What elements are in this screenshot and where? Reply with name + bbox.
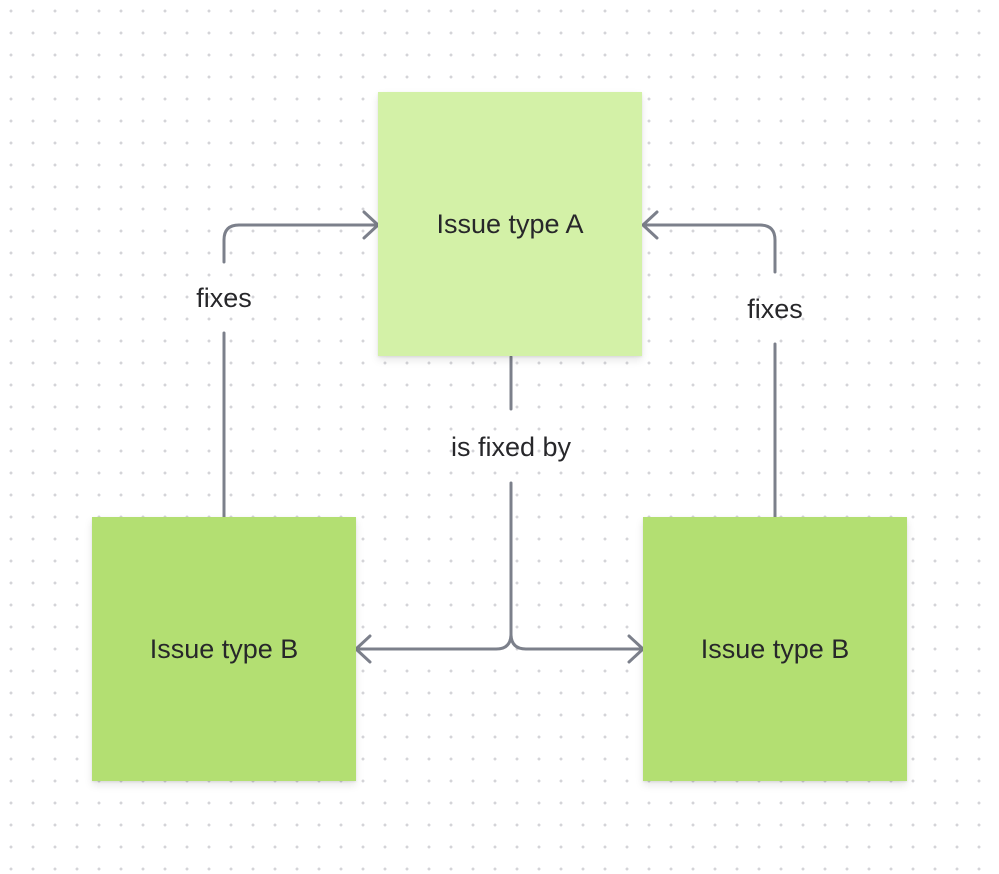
connector-right-label: fixes (747, 294, 803, 324)
connector-center-is-fixed-by[interactable]: is fixed by (354, 355, 645, 664)
sticky-note-label: Issue type B (149, 633, 299, 664)
connector-left-fixes[interactable]: fixes (196, 210, 380, 519)
connector-left-line (222, 223, 378, 519)
sticky-note-label: Issue type B (700, 633, 850, 664)
connector-right-fixes[interactable]: fixes (641, 210, 803, 519)
sticky-note-issue-type-b-left[interactable]: Issue type B (92, 517, 356, 781)
sticky-note-label: Issue type A (436, 208, 584, 239)
connector-left-label: fixes (196, 283, 252, 313)
connector-center-label: is fixed by (451, 432, 572, 462)
sticky-note-issue-type-b-right[interactable]: Issue type B (643, 517, 907, 781)
connector-right-line (643, 223, 777, 519)
connector-center-line (356, 355, 643, 651)
connector-right-arrowhead (641, 210, 659, 240)
connector-center-left-arrowhead (354, 634, 372, 664)
sticky-note-issue-type-a[interactable]: Issue type A (378, 92, 642, 356)
